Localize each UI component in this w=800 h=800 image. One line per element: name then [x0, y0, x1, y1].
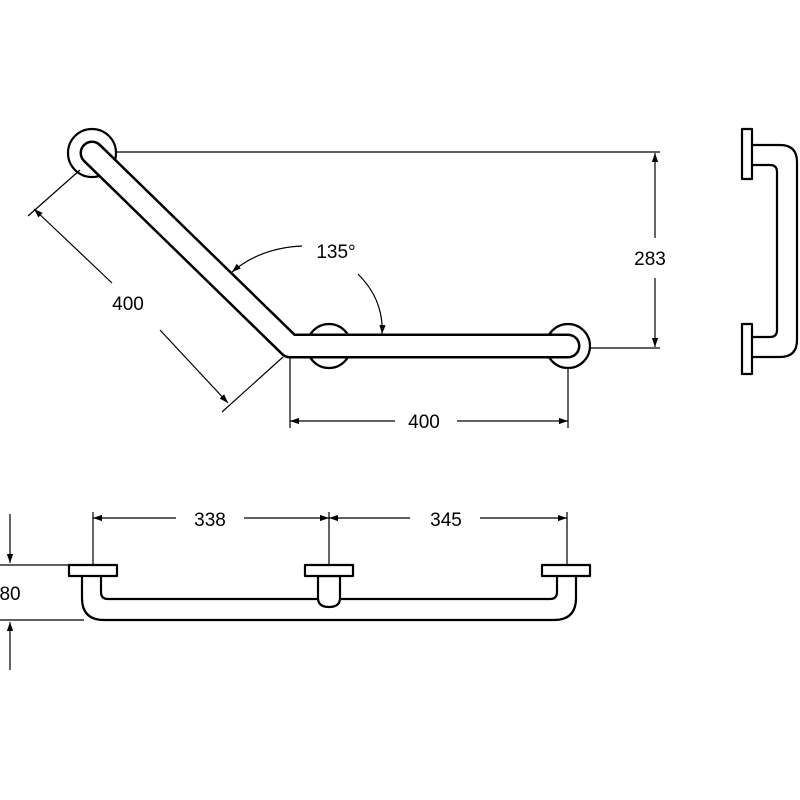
angle-label: 135° — [316, 242, 355, 263]
spacing-left-label: 338 — [194, 510, 226, 531]
top-rail-tube — [80, 573, 578, 622]
side-flange-bottom — [740, 322, 754, 376]
front-view: 283 400 400 135° — [27, 127, 666, 433]
side-flange-top — [740, 127, 754, 181]
spacing-right-label: 345 — [430, 510, 462, 531]
horizontal-dimension-label: 400 — [408, 412, 440, 433]
angle-arrow-upper — [231, 245, 303, 273]
diagonal-dimension-line — [33, 208, 113, 284]
top-flange-right — [540, 563, 592, 578]
projection-label: 80 — [0, 584, 21, 605]
height-dimension-label: 283 — [634, 249, 666, 270]
diagonal-dimension-label: 400 — [112, 294, 144, 315]
top-view: 338 345 80 — [0, 510, 592, 670]
diagonal-extension-top — [27, 169, 81, 217]
side-view — [740, 127, 799, 376]
middle-post — [316, 574, 342, 609]
top-flange-left — [67, 563, 119, 578]
angle-arrow-lower — [357, 273, 386, 335]
diagonal-extension-bottom — [221, 356, 284, 413]
side-rail-tube — [750, 143, 799, 359]
top-flange-middle — [303, 563, 355, 578]
